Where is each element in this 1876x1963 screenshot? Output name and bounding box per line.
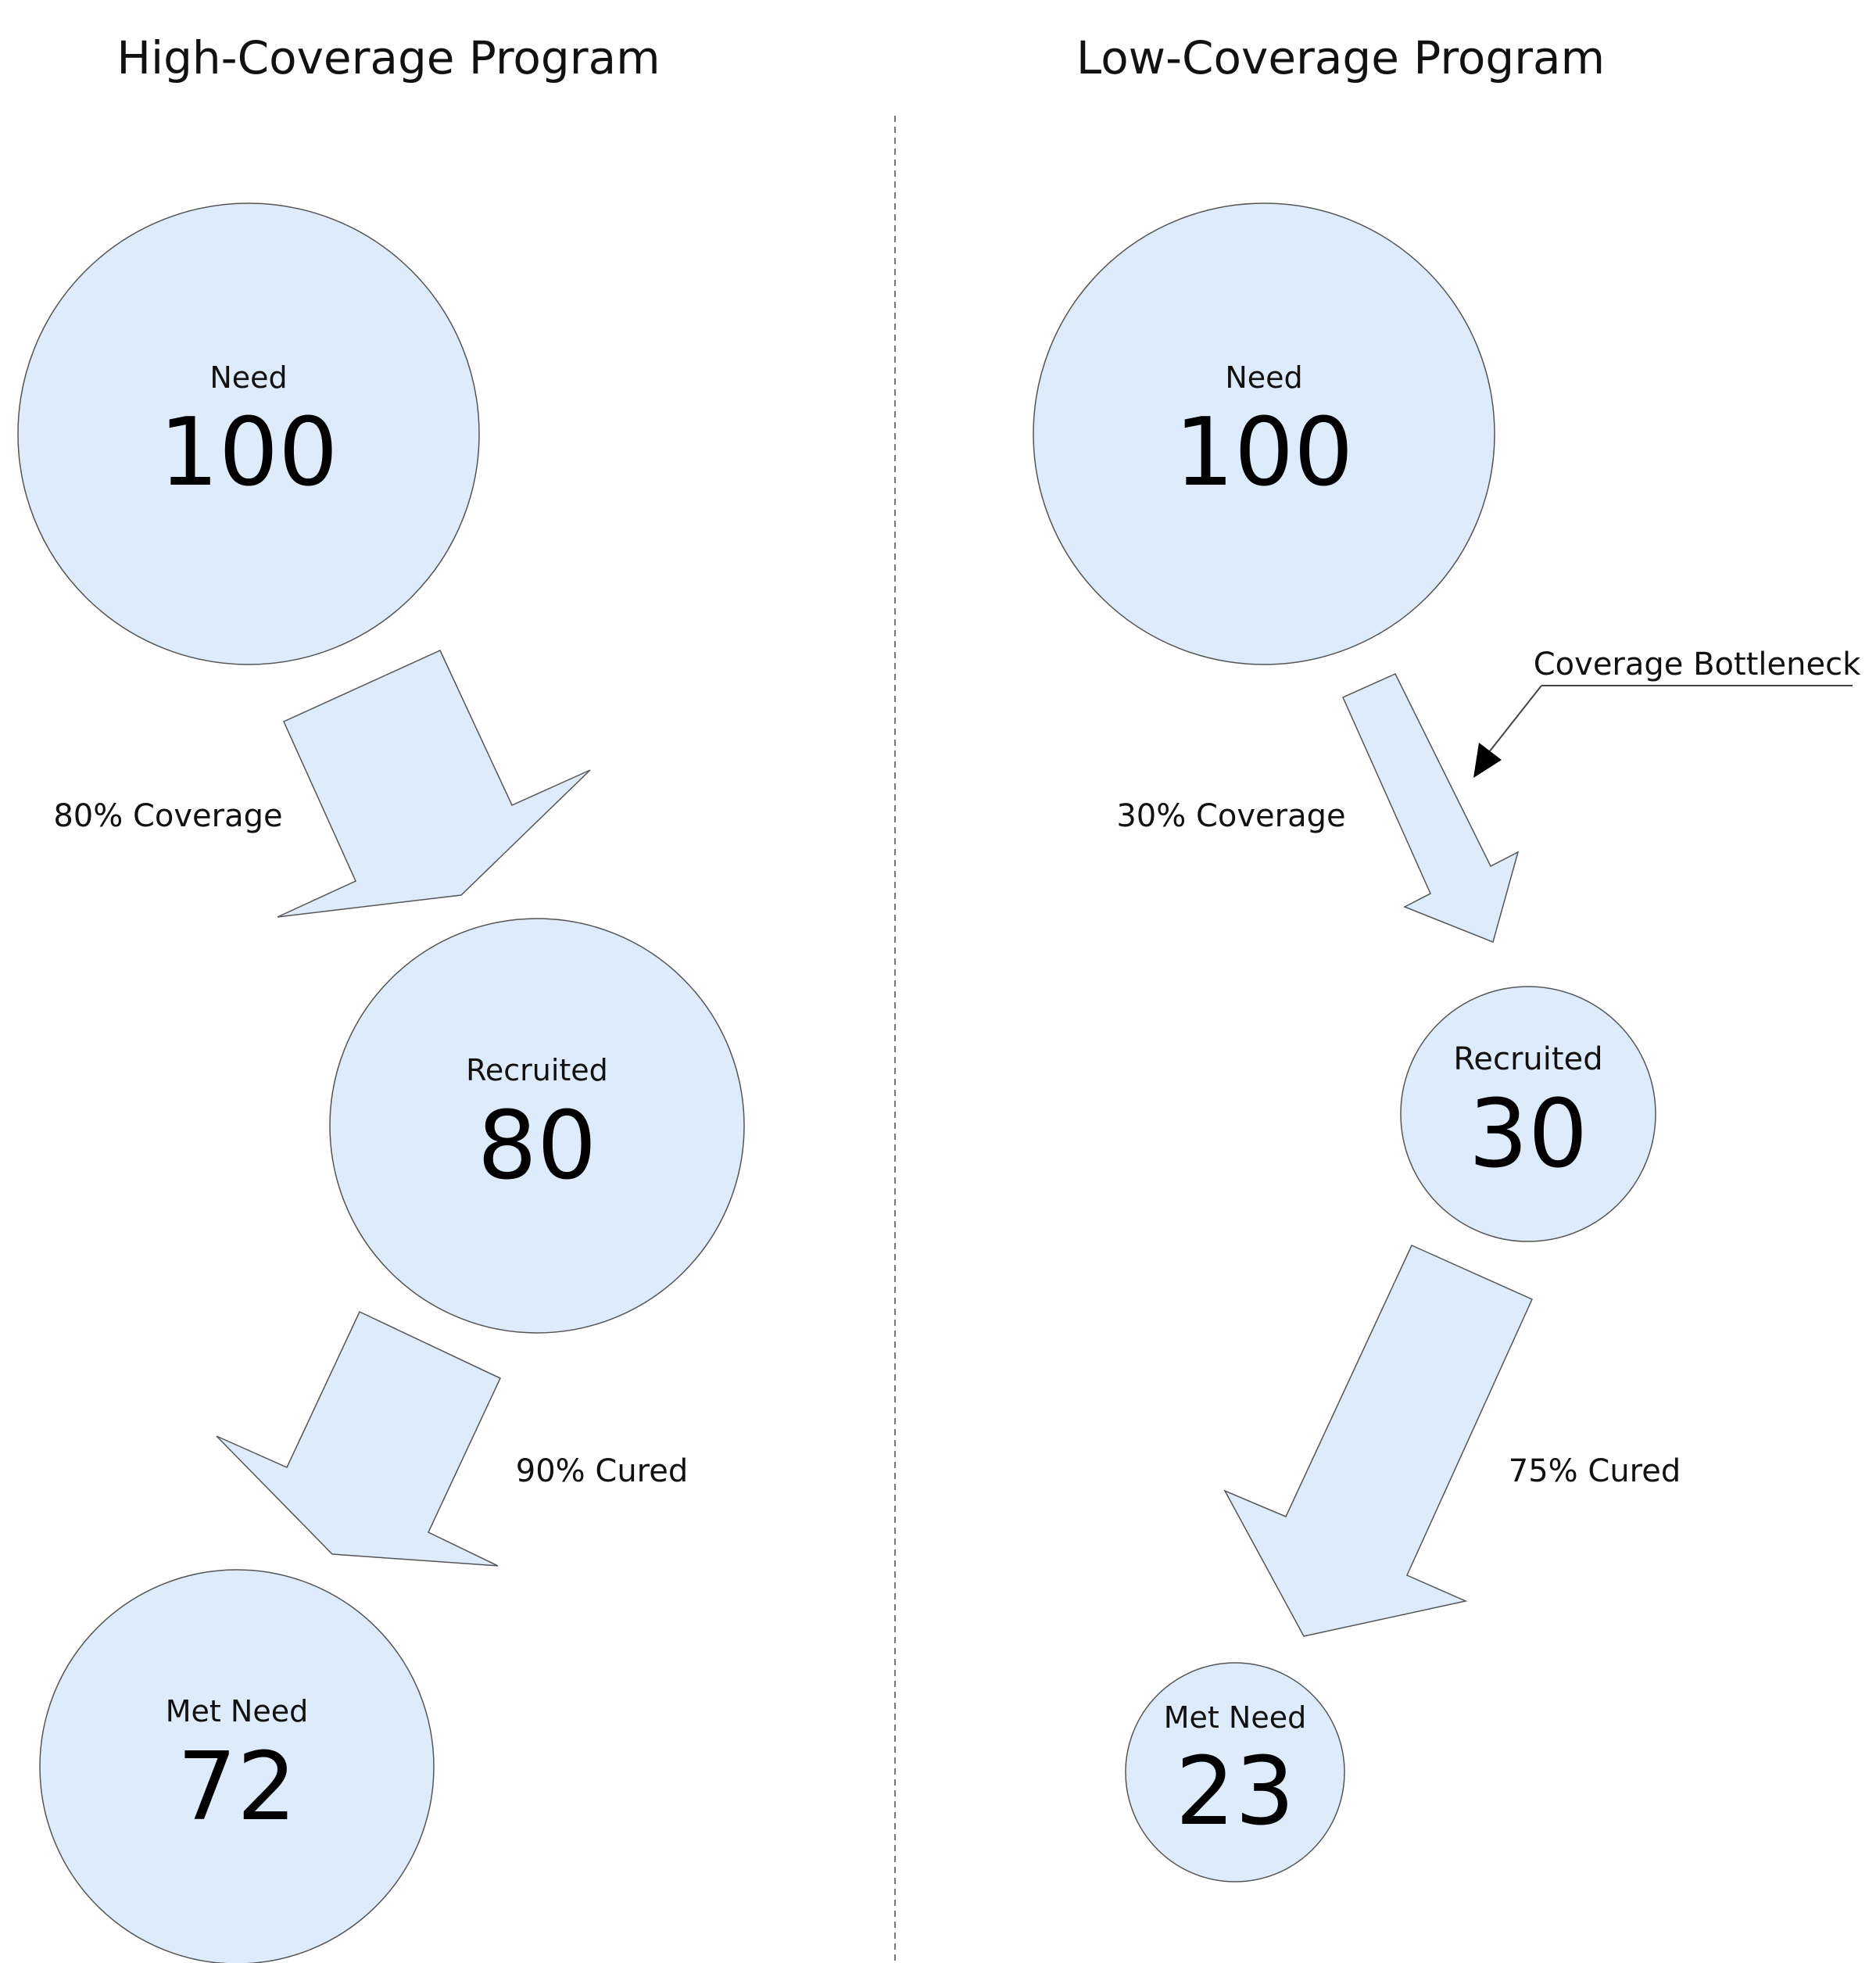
- high-cured-label: 90% Cured: [516, 1453, 688, 1489]
- high-recruited-circle: [329, 918, 745, 1334]
- high-recruited-label: Recruited: [466, 1053, 608, 1087]
- high-coverage-title: High-Coverage Program: [116, 31, 660, 84]
- low-cured-arrow: [1223, 1245, 1533, 1637]
- high-met-need-node: Met Need 72: [39, 1569, 435, 1963]
- high-need-circle: [17, 202, 480, 665]
- low-need-circle: [1033, 202, 1495, 665]
- low-recruited-value: 30: [1469, 1080, 1588, 1189]
- low-recruited-circle: [1400, 986, 1656, 1242]
- high-coverage-arrow: [277, 650, 591, 918]
- low-need-label: Need: [1225, 360, 1302, 395]
- high-met-need-circle: [39, 1569, 435, 1963]
- low-recruited-label: Recruited: [1453, 1041, 1602, 1077]
- high-coverage-label: 80% Coverage: [53, 798, 282, 834]
- callout-arrowhead-icon: [1473, 743, 1502, 778]
- low-met-need-value: 23: [1176, 1738, 1295, 1847]
- high-need-value: 100: [159, 399, 338, 507]
- high-recruited-node: Recruited 80: [329, 918, 745, 1334]
- low-coverage-title: Low-Coverage Program: [1076, 31, 1605, 84]
- low-met-need-label: Met Need: [1164, 1700, 1306, 1735]
- low-met-need-node: Met Need 23: [1125, 1662, 1345, 1882]
- high-met-need-value: 72: [177, 1733, 297, 1842]
- high-need-label: Need: [209, 360, 287, 395]
- low-need-node: Need 100: [1033, 202, 1495, 665]
- coverage-bottleneck-callout: Coverage Bottleneck: [1473, 647, 1861, 778]
- callout-leader-line: [1488, 685, 1542, 753]
- low-need-value: 100: [1174, 399, 1353, 507]
- high-met-need-label: Met Need: [166, 1694, 308, 1728]
- low-met-need-circle: [1125, 1662, 1345, 1882]
- low-recruited-node: Recruited 30: [1400, 986, 1656, 1242]
- low-coverage-arrow: [1342, 673, 1520, 944]
- high-recruited-value: 80: [478, 1092, 597, 1201]
- high-cured-arrow: [216, 1311, 501, 1567]
- low-coverage-label: 30% Coverage: [1116, 798, 1345, 834]
- low-cured-label: 75% Cured: [1509, 1453, 1681, 1489]
- high-need-node: Need 100: [17, 202, 480, 665]
- low-bottleneck-label: Coverage Bottleneck: [1534, 647, 1861, 682]
